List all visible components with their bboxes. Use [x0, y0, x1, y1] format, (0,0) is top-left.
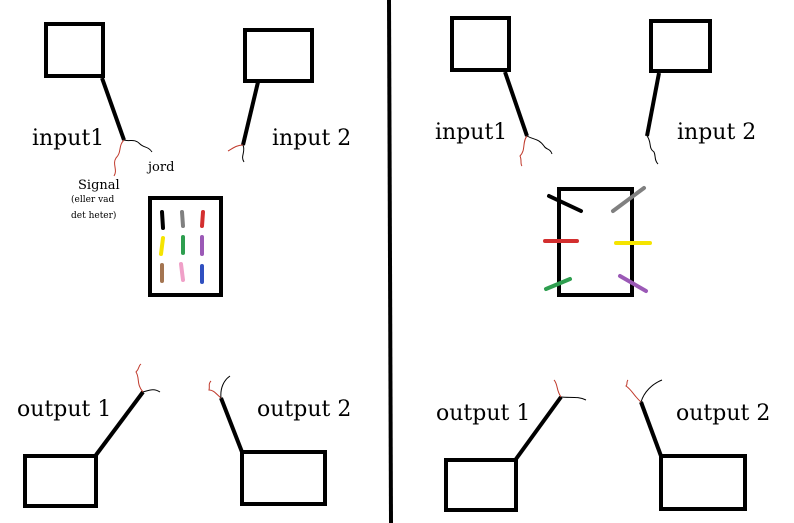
right-output2-signal-wire	[625, 379, 642, 403]
pin-black	[160, 210, 165, 230]
right-input2-box	[649, 19, 712, 73]
left-output2-box	[240, 450, 327, 506]
left-output2-signal-wire	[208, 380, 222, 399]
left-output1-ground-wire	[142, 389, 161, 393]
right-panel: input1 input 2 output 1 output 2	[435, 16, 770, 512]
right-input1-ground-wire	[526, 135, 553, 155]
right-input1-label: input1	[435, 120, 507, 145]
right-input2-cable	[645, 72, 661, 137]
right-input1-cable	[503, 71, 529, 137]
left-panel: input1 jord Signal (eller vad det heter)…	[17, 22, 351, 508]
pin-purple	[618, 274, 648, 293]
right-output1-label: output 1	[436, 401, 530, 426]
right-output2-box	[659, 454, 747, 511]
left-output2-ground-wire	[220, 375, 231, 399]
right-output1-ground-wire	[560, 396, 587, 401]
right-output2-ground-wire	[640, 379, 663, 403]
left-connector-pins	[159, 210, 205, 284]
right-connector-pins	[543, 186, 652, 293]
left-input2-cable	[241, 81, 260, 146]
right-input1-signal-wire	[519, 135, 528, 167]
pin-green	[544, 277, 572, 291]
right-output1-signal-wire	[553, 379, 562, 398]
left-output1-label: output 1	[17, 397, 111, 422]
left-output1-box	[23, 454, 98, 508]
left-input1-cable	[100, 77, 126, 141]
pin-yellow	[159, 236, 165, 256]
left-connector-box	[148, 196, 223, 297]
right-output2-cable	[639, 401, 663, 457]
left-output1-cable	[94, 390, 145, 457]
left-note-line1: (eller vad	[71, 194, 115, 205]
right-input2-ground-wire	[646, 135, 659, 165]
pin-red	[200, 210, 205, 228]
left-input2-box	[243, 28, 314, 83]
left-input1-ground-wire	[123, 139, 153, 153]
left-output1-signal-wire	[135, 363, 144, 393]
pin-gray	[611, 186, 646, 213]
pin-black	[547, 194, 583, 213]
left-input1-label: input1	[32, 126, 104, 151]
left-output2-cable	[219, 397, 244, 453]
left-input1-signal-wire	[113, 139, 125, 177]
right-input2-label: input 2	[677, 120, 756, 145]
pin-pink	[179, 262, 185, 282]
left-input1-box	[44, 22, 105, 78]
right-output2-label: output 2	[676, 401, 770, 426]
left-note-line2: det heter)	[71, 210, 116, 221]
right-input1-box	[450, 16, 511, 72]
right-output1-box	[444, 458, 518, 512]
left-signal-label: Signal	[78, 178, 120, 193]
left-ground-label: jord	[146, 160, 174, 175]
left-output2-label: output 2	[257, 397, 351, 422]
left-input2-signal-wire	[227, 144, 244, 152]
left-input2-ground-wire	[242, 144, 245, 163]
panel-divider	[387, 0, 393, 523]
right-output1-cable	[514, 395, 563, 461]
pin-gray	[180, 210, 185, 228]
left-input2-label: input 2	[272, 126, 351, 151]
